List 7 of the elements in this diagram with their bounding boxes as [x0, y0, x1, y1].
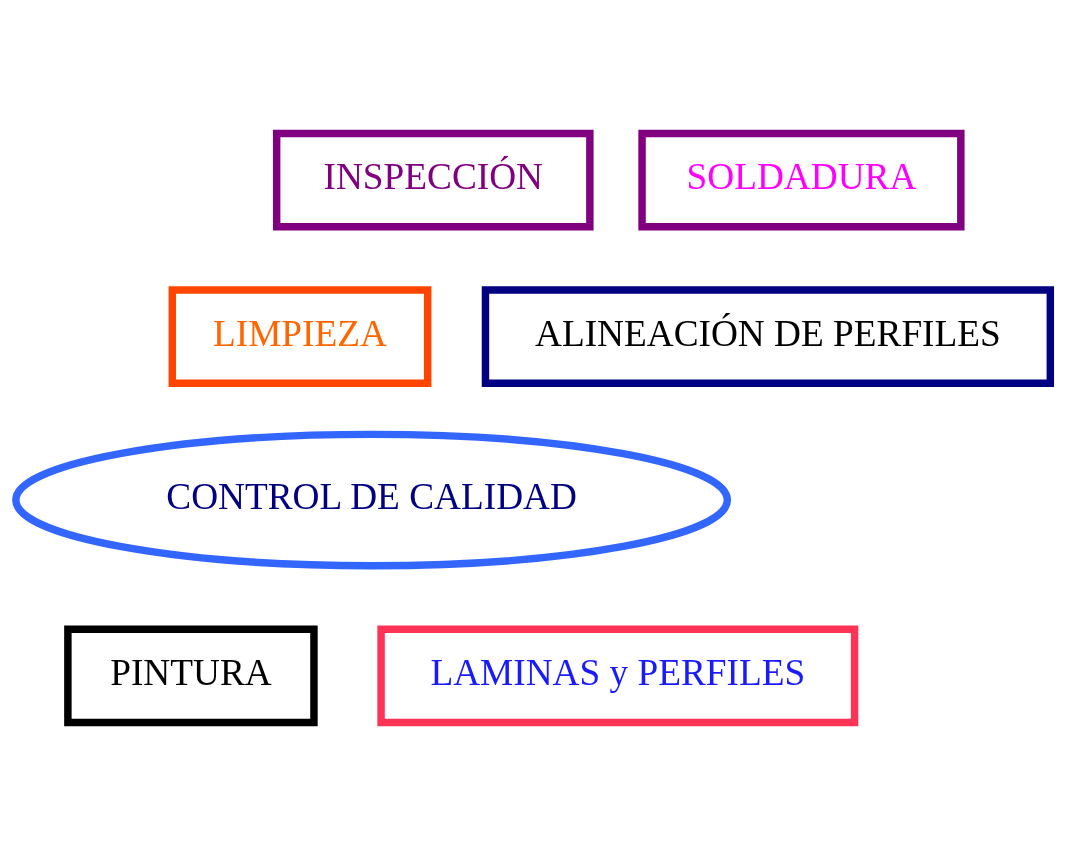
node-box: SOLDADURA: [638, 129, 965, 230]
node-box: PINTURA: [64, 625, 318, 726]
node-box: INSPECCIÓN: [272, 129, 594, 230]
node-ellipse: CONTROL DE CALIDAD: [12, 430, 732, 569]
node-box: LAMINAS y PERFILES: [377, 625, 859, 726]
node-box: LIMPIEZA: [168, 285, 432, 387]
node-box: ALINEACIÓN DE PERFILES: [481, 285, 1055, 387]
